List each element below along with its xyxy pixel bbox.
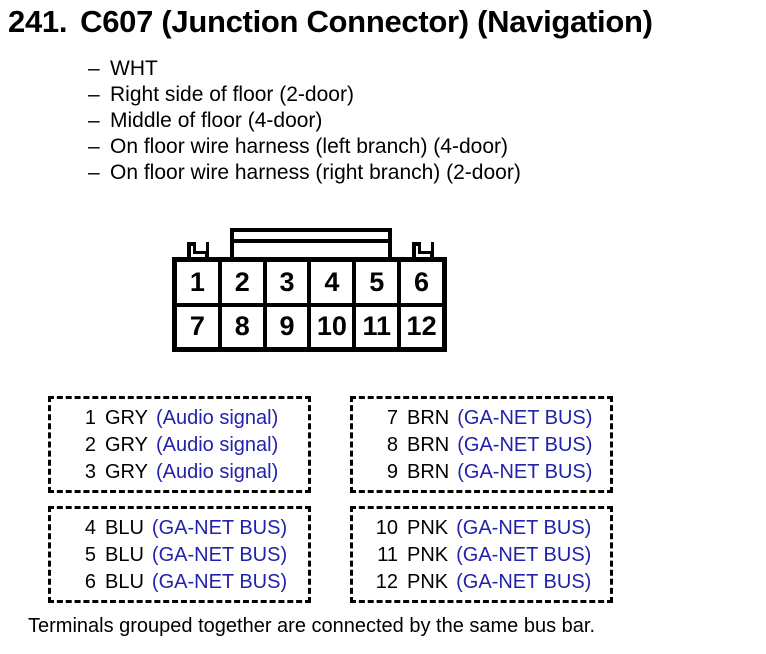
pin-number: 7 (386, 407, 398, 429)
pin-row: 3 GRY (Audio signal) (64, 459, 308, 486)
pin-wire-color: BRN (407, 407, 450, 429)
list-item-dash: – (88, 161, 100, 184)
list-item: – On floor wire harness (left branch) (4… (88, 134, 521, 160)
pin-wire-color: PNK (407, 517, 449, 539)
list-item-dash: – (88, 109, 100, 132)
pin-row: 5 BLU (GA-NET BUS) (64, 542, 308, 569)
pin-function: (GA-NET BUS) (151, 544, 288, 566)
connector-pin-cell: 9 (266, 306, 308, 347)
list-item-dash: – (88, 135, 100, 158)
pin-row: 1 GRY (Audio signal) (64, 405, 308, 432)
list-item-dash: – (88, 57, 100, 80)
pin-row: 7 BRN (GA-NET BUS) (366, 405, 610, 432)
list-item: – Right side of floor (2-door) (88, 82, 521, 108)
connector-title: C607 (Junction Connector) (Navigation) (80, 4, 653, 39)
pin-function: (GA-NET BUS) (457, 407, 593, 429)
pin-group-7-9: 7 BRN (GA-NET BUS) 8 BRN (GA-NET BUS) 9 … (350, 396, 613, 493)
pin-function: (GA-NET BUS) (456, 571, 592, 593)
connector-pin-cell: 6 (401, 262, 442, 303)
list-item: – On floor wire harness (right branch) (… (88, 160, 521, 186)
pin-number: 11 (377, 544, 398, 566)
pin-group-1-3: 1 GRY (Audio signal) 2 GRY (Audio signal… (48, 396, 311, 493)
connector-pin-cell: 11 (356, 306, 398, 347)
pin-function: (GA-NET BUS) (456, 517, 592, 539)
pin-wire-color: PNK (407, 544, 449, 566)
pin-number: 3 (84, 461, 96, 483)
pin-wire-color: PNK (407, 571, 449, 593)
pin-row: 8 BRN (GA-NET BUS) (366, 432, 610, 459)
pin-group-10-12: 10 PNK (GA-NET BUS) 11 PNK (GA-NET BUS) … (350, 506, 613, 603)
pin-wire-color: BRN (407, 434, 450, 456)
pin-function: (GA-NET BUS) (457, 434, 593, 456)
connector-body: 1 2 3 4 5 6 7 8 9 10 11 12 (172, 257, 447, 352)
section-number: 241. (8, 4, 68, 39)
pin-function: (Audio signal) (155, 434, 279, 456)
connector-pin-cell: 5 (356, 262, 398, 303)
pin-number: 8 (386, 434, 398, 456)
pin-function: (Audio signal) (155, 407, 279, 429)
list-item-dash: – (88, 83, 100, 106)
pin-number: 9 (386, 461, 398, 483)
list-item-text: WHT (110, 57, 158, 80)
pin-wire-color: BLU (105, 517, 144, 539)
pin-number: 1 (84, 407, 96, 429)
pin-wire-color: GRY (105, 434, 148, 456)
pin-row: 9 BRN (GA-NET BUS) (366, 459, 610, 486)
connector-latch (230, 228, 392, 261)
connector-pin-cell: 3 (266, 262, 308, 303)
pin-number: 12 (375, 571, 398, 593)
connector-pin-cell: 12 (401, 306, 442, 347)
pin-number: 6 (84, 571, 96, 593)
pin-number: 2 (84, 434, 96, 456)
connector-pin-cell: 2 (221, 262, 263, 303)
pin-wire-color: BLU (105, 544, 144, 566)
pin-function: (GA-NET BUS) (456, 544, 592, 566)
connector-latch-line (234, 239, 388, 243)
pin-wire-color: BLU (105, 571, 144, 593)
pin-function: (GA-NET BUS) (151, 517, 288, 539)
pin-function: (GA-NET BUS) (151, 571, 288, 593)
list-item: – WHT (88, 56, 521, 82)
connector-pin-cell: 8 (221, 306, 263, 347)
pin-row: 10 PNK (GA-NET BUS) (366, 515, 610, 542)
connector-pin-cell: 10 (311, 306, 353, 347)
connector-pin-cell: 7 (177, 306, 218, 347)
page-title: 241. C607 (Junction Connector) (Navigatio… (8, 4, 653, 40)
list-item-text: Right side of floor (2-door) (110, 83, 354, 106)
list-item-text: Middle of floor (4-door) (110, 109, 323, 132)
pin-wire-color: GRY (105, 461, 148, 483)
list-item: – Middle of floor (4-door) (88, 108, 521, 134)
list-item-text: On floor wire harness (left branch) (4-d… (110, 135, 508, 158)
connector-diagram: 1 2 3 4 5 6 7 8 9 10 11 12 (172, 228, 447, 352)
pin-group-4-6: 4 BLU (GA-NET BUS) 5 BLU (GA-NET BUS) 6 … (48, 506, 311, 603)
pin-function: (Audio signal) (155, 461, 279, 483)
pin-row: 6 BLU (GA-NET BUS) (64, 569, 308, 596)
pin-function: (GA-NET BUS) (457, 461, 593, 483)
connector-tab-right (412, 242, 434, 261)
pin-row: 4 BLU (GA-NET BUS) (64, 515, 308, 542)
pin-number: 10 (375, 517, 398, 539)
connector-detail-list: – WHT – Right side of floor (2-door) – M… (88, 56, 521, 186)
pin-number: 5 (84, 544, 96, 566)
pin-wire-color: GRY (105, 407, 148, 429)
pin-number: 4 (84, 517, 96, 539)
pin-row: 12 PNK (GA-NET BUS) (366, 569, 610, 596)
pin-wire-color: BRN (407, 461, 450, 483)
pin-row: 11 PNK (GA-NET BUS) (366, 542, 610, 569)
pin-row: 2 GRY (Audio signal) (64, 432, 308, 459)
connector-pin-cell: 4 (311, 262, 353, 303)
connector-pin-cell: 1 (177, 262, 218, 303)
footer-note: Terminals grouped together are connected… (28, 615, 596, 637)
list-item-text: On floor wire harness (right branch) (2-… (110, 161, 521, 184)
